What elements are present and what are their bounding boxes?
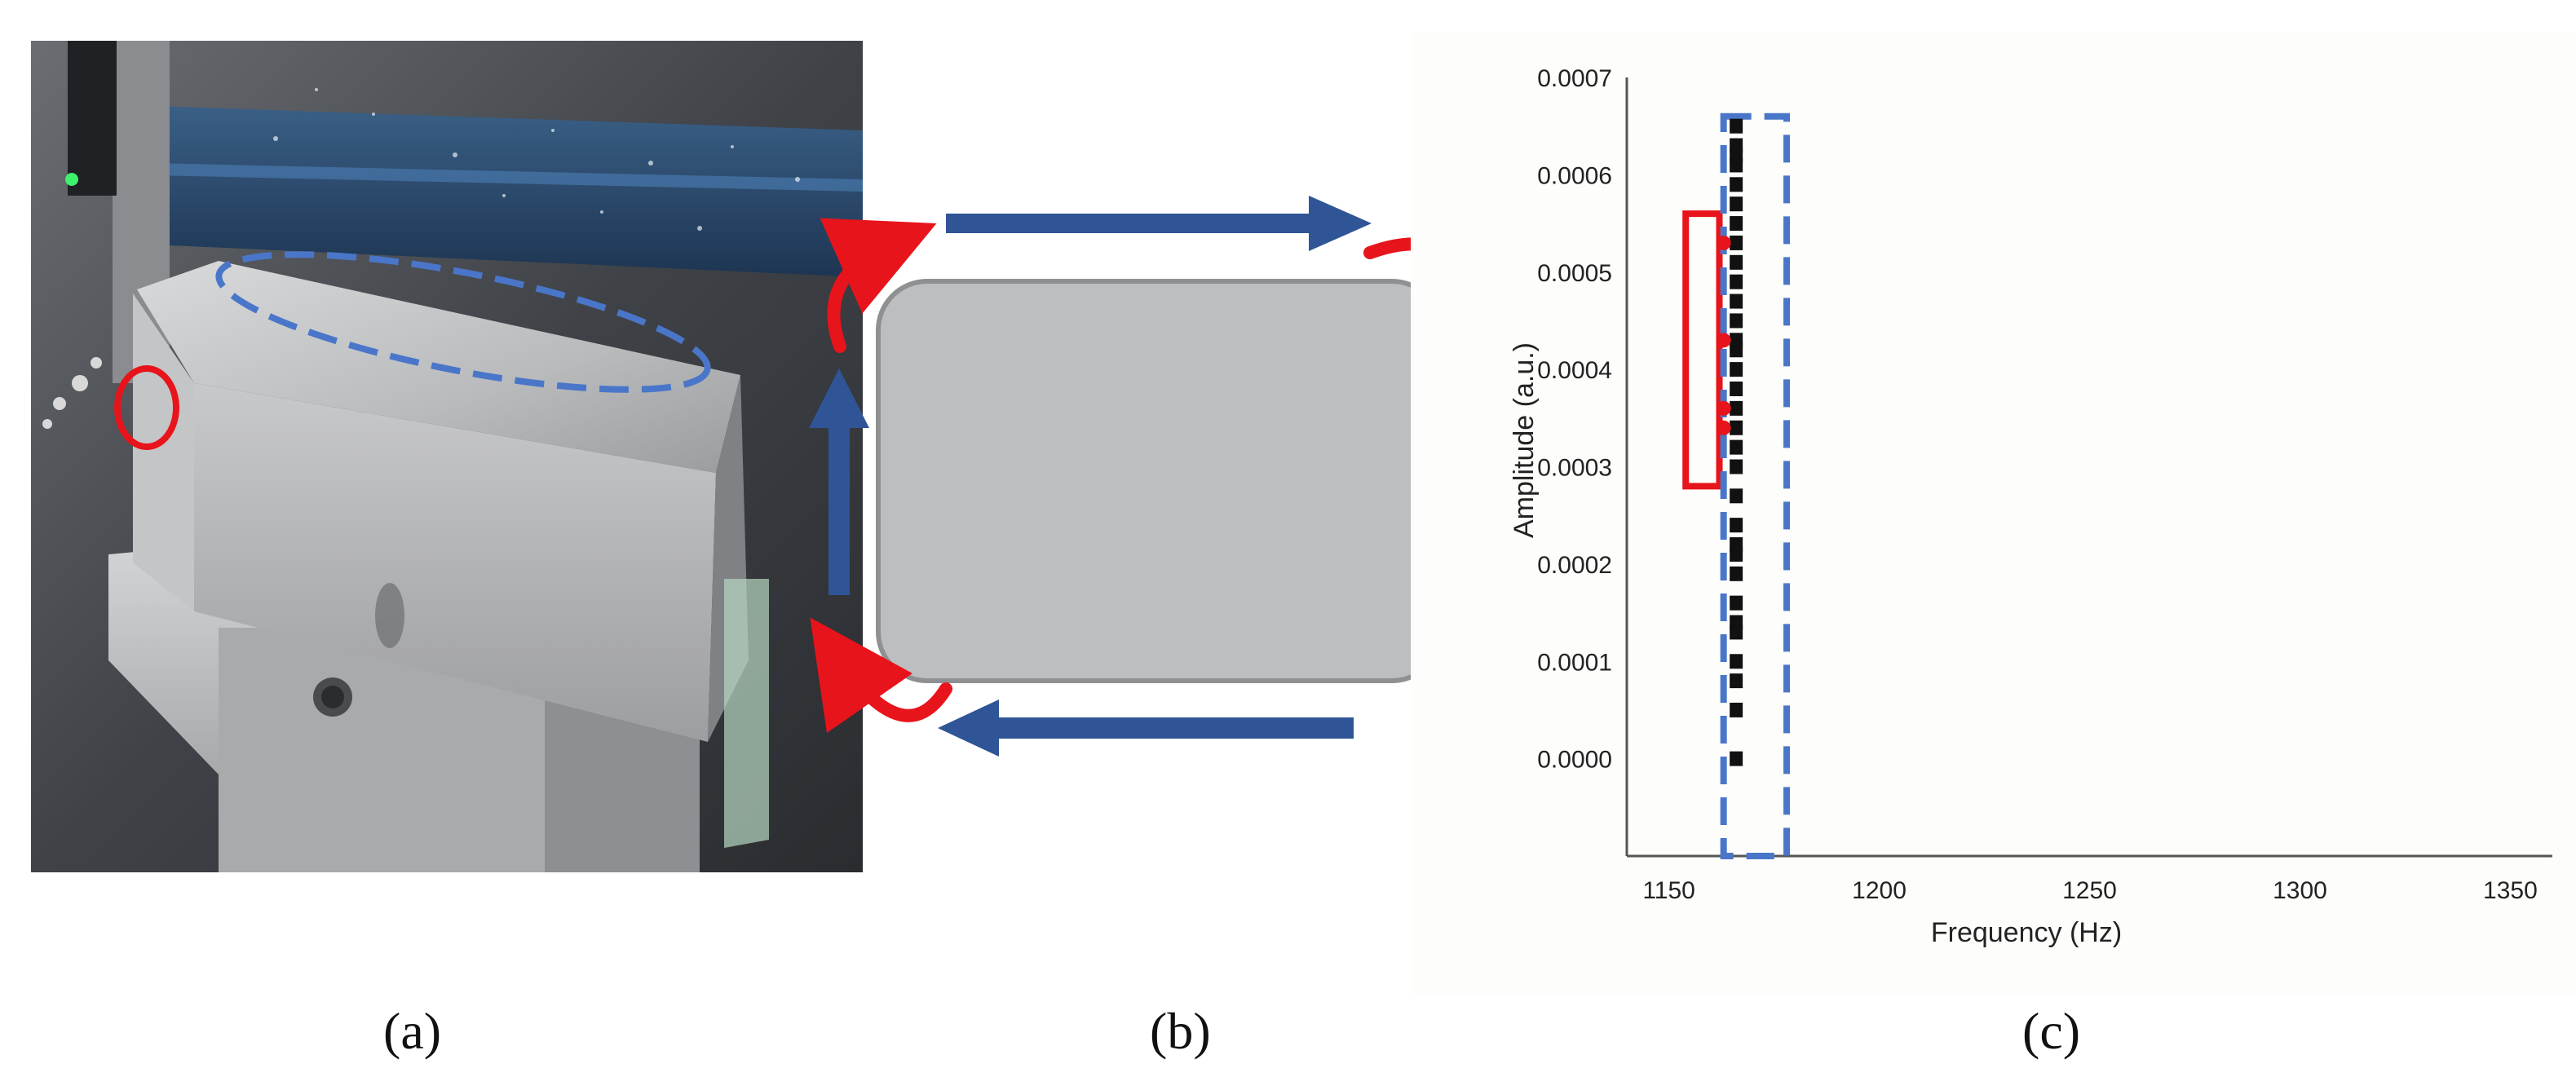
data-point-square [1730, 313, 1743, 329]
y-axis-label: Amplitude (a.u.) [1509, 342, 1540, 538]
y-tick-label: 0.0004 [1537, 357, 1612, 384]
x-tick-label: 1250 [2062, 877, 2117, 904]
blue-arrow-right [946, 196, 1372, 251]
blue-dashed-box [1720, 113, 1791, 859]
x-tick-label: 1200 [1852, 877, 1907, 904]
data-point-square [1730, 196, 1743, 212]
x-tick-label: 1150 [1642, 877, 1695, 904]
data-point-square [1730, 382, 1743, 396]
data-point-square [1730, 459, 1743, 474]
data-point-square [1730, 518, 1743, 533]
data-point-square [1730, 293, 1743, 309]
data-point-square [1730, 702, 1743, 717]
y-tick-label: 0.0006 [1537, 162, 1612, 189]
data-point-square [1730, 566, 1743, 581]
workpiece-photo [31, 41, 863, 872]
data-point-square [1730, 546, 1743, 562]
data-point-circle [1716, 333, 1731, 348]
data-point-square [1730, 216, 1743, 232]
data-point-square [1730, 595, 1743, 611]
data-point-square [1730, 342, 1743, 358]
workpiece-photo-drawing [31, 41, 863, 872]
data-point-circle [1716, 235, 1731, 250]
workpiece-block [876, 279, 1443, 683]
data-point-square [1730, 654, 1743, 669]
x-tick-label: 1350 [2483, 877, 2538, 904]
data-point-square [1730, 488, 1743, 504]
red-solid-box [1682, 210, 1723, 490]
chart-points [1716, 118, 1743, 766]
data-point-circle [1716, 400, 1731, 416]
y-tick-label: 0.0003 [1537, 455, 1612, 482]
blue-arrow-up [809, 368, 869, 595]
y-tick-label: 0.0005 [1537, 260, 1612, 287]
data-point-circle [1716, 420, 1731, 435]
toolpath-diagram [783, 155, 1526, 791]
blue-arrow-left [938, 699, 1354, 757]
data-point-square [1730, 751, 1743, 766]
data-point-square [1730, 420, 1743, 435]
data-point-square [1730, 177, 1743, 192]
caption-c: (c) [2022, 1002, 2081, 1060]
y-tick-label: 0.0007 [1537, 65, 1612, 92]
caption-a: (a) [383, 1002, 442, 1060]
data-point-square [1730, 157, 1743, 173]
chart-annotations [1682, 113, 1791, 859]
chart-canvas: 0.0000 0.0001 0.0002 0.0003 0.0004 0.0005 0.00… [1411, 33, 2576, 995]
caption-b: (b) [1150, 1002, 1211, 1060]
data-point-square [1730, 362, 1743, 377]
y-tick-label: 0.0000 [1537, 747, 1612, 774]
data-point-square [1730, 400, 1743, 416]
blue-dashed-ellipse-marker [215, 251, 711, 393]
data-point-square [1730, 254, 1743, 270]
x-axis-label: Frequency (Hz) [1931, 917, 2122, 948]
chart-axes [1625, 77, 2552, 858]
data-point-square [1730, 118, 1743, 134]
red-circle-marker [114, 365, 179, 450]
data-point-square [1730, 439, 1743, 455]
x-tick-label: 1300 [2273, 877, 2327, 904]
x-tick-labels: 1150 1200 1250 1300 1350 [1642, 877, 2537, 904]
y-tick-label: 0.0002 [1537, 552, 1612, 579]
data-point-square [1730, 274, 1743, 289]
data-point-square [1730, 624, 1743, 640]
toolpath-diagram-drawing [809, 196, 1526, 769]
amplitude-frequency-chart: 0.0000 0.0001 0.0002 0.0003 0.0004 0.0005 0.00… [1411, 33, 2576, 995]
data-point-square [1730, 235, 1743, 250]
y-tick-label: 0.0001 [1537, 649, 1612, 676]
data-point-square [1730, 673, 1743, 689]
y-tick-labels: 0.0000 0.0001 0.0002 0.0003 0.0004 0.0005 0.00… [1537, 65, 1612, 774]
